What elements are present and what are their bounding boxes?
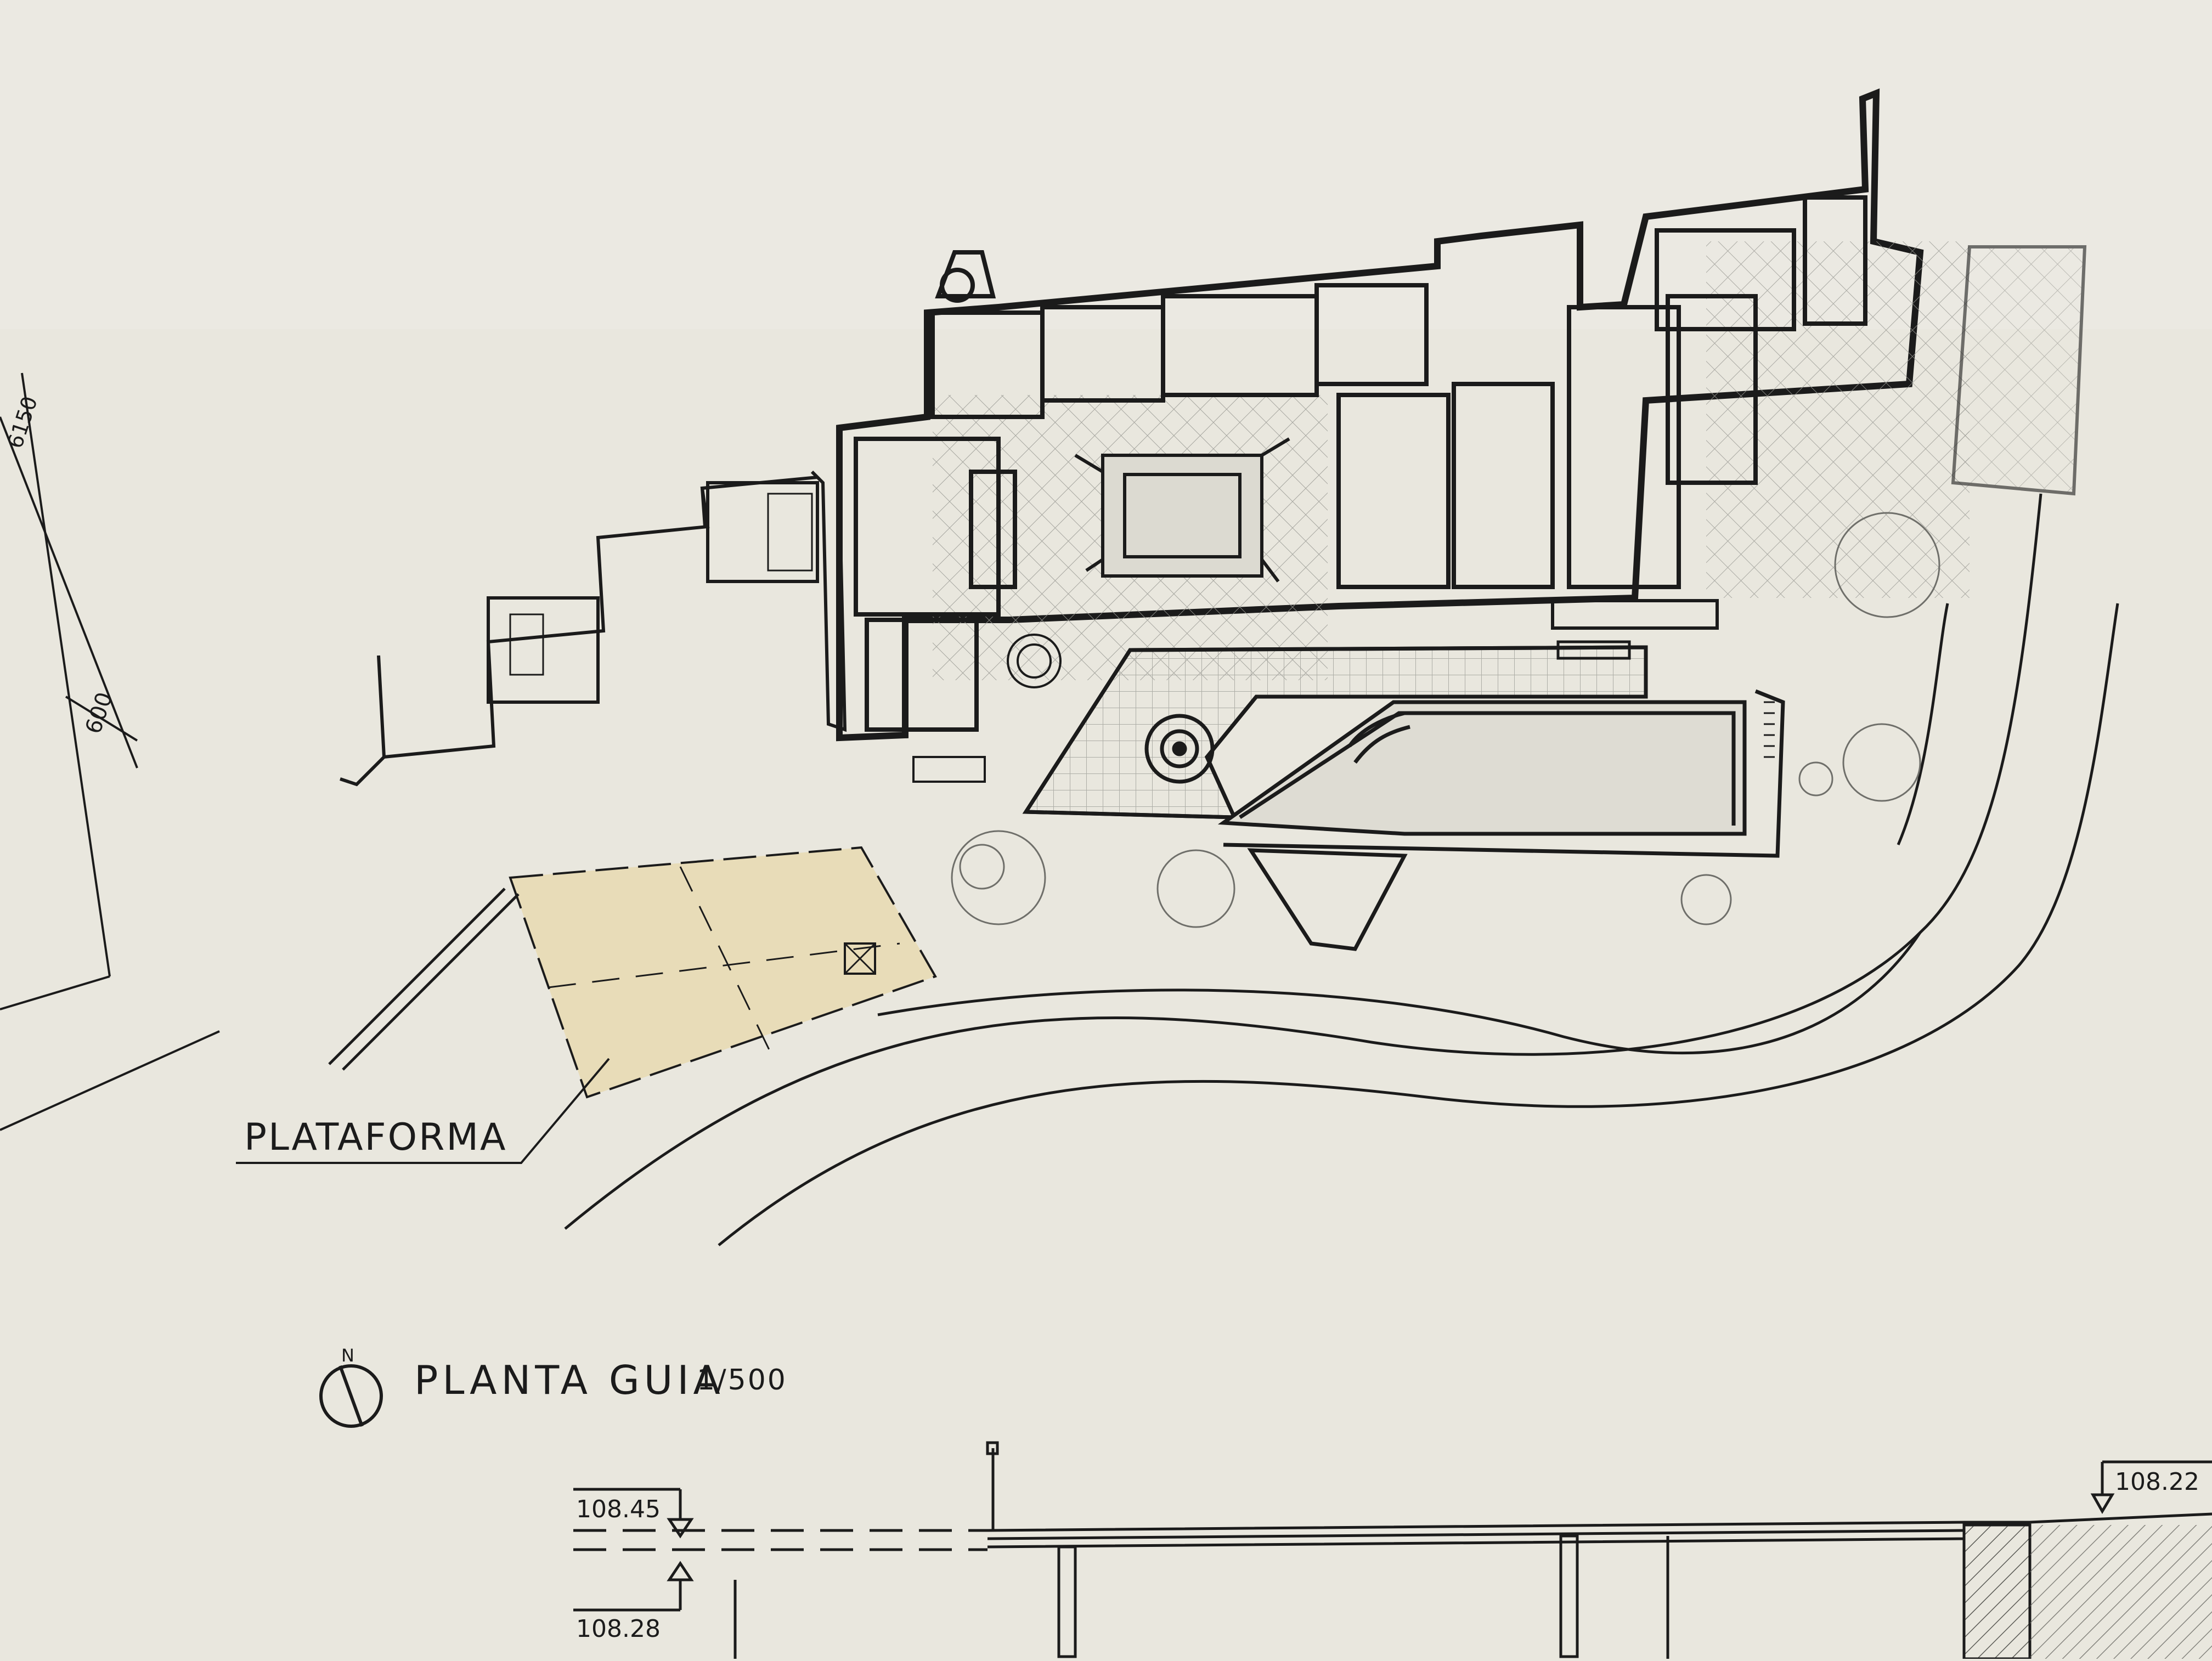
north-label: N [341, 1345, 354, 1366]
level-marker-upper: 108.45 [576, 1495, 661, 1523]
plataforma-label: PLATAFORMA [244, 1116, 507, 1159]
plataforma-leader [236, 1058, 610, 1164]
platform-area [328, 846, 937, 1099]
pool-terrace [1022, 645, 1648, 820]
road-curves [564, 493, 2119, 1246]
interior-walls [854, 195, 1867, 732]
parking-bays [340, 470, 847, 787]
level-marker-lower: 108.28 [576, 1615, 661, 1643]
vegetation [951, 512, 1940, 928]
left-dimension-lines [0, 372, 220, 1131]
garden-ornament [912, 634, 1062, 783]
retaining-wall-hatch [1962, 1523, 2032, 1660]
east-terrace [1951, 245, 2087, 496]
ground-hatch [2030, 1525, 2212, 1659]
level-marker-right: 108.22 [2115, 1468, 2199, 1496]
section-drawing [573, 1441, 2212, 1659]
stair-ticks [1551, 599, 1775, 758]
scale-label: 1/500 [697, 1364, 787, 1397]
north-arrow-icon [319, 1364, 383, 1428]
swimming-pool [1217, 689, 1785, 951]
plan-title: PLANTA GUIA [414, 1357, 725, 1403]
east-paving [1706, 241, 1970, 598]
courtyard-pool [1074, 437, 1290, 583]
